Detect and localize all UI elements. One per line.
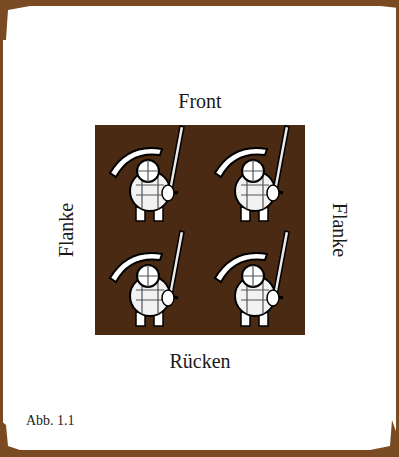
side-label: Flanke <box>330 203 350 257</box>
side-label: Rücken <box>169 351 230 371</box>
side-label: Flanke <box>56 203 76 257</box>
figure-caption: Abb. 1.1 <box>26 414 75 428</box>
side-label: Front <box>178 91 221 111</box>
